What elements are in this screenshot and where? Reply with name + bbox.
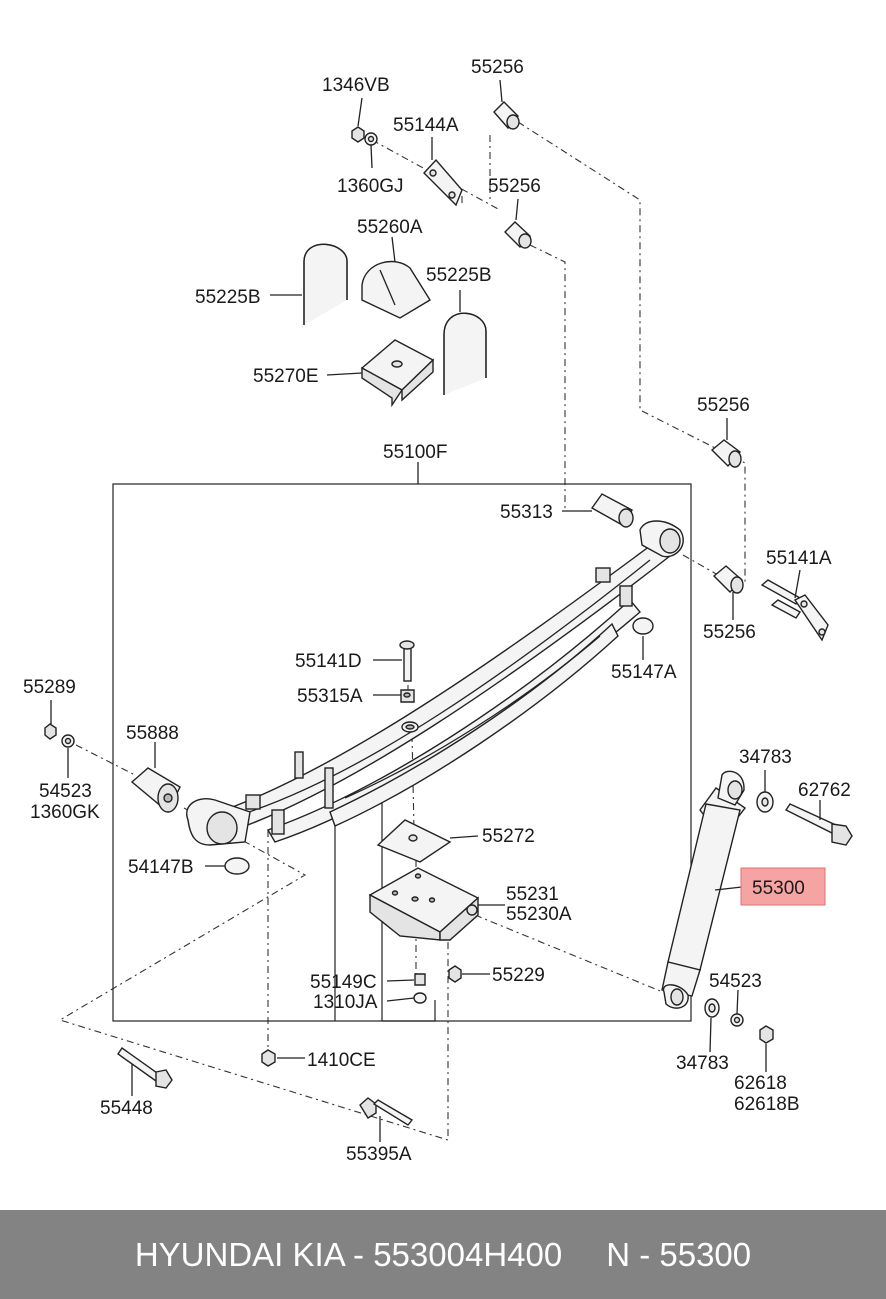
- label-34783-top: 34783: [739, 747, 792, 768]
- plate-55272: [376, 819, 452, 863]
- center-hole: [401, 721, 419, 733]
- washer-34783-bottom: [704, 998, 720, 1018]
- washer-1310JA: [413, 992, 427, 1004]
- bushing-55256-lower-right: [712, 565, 744, 594]
- label-55141D: 55141D: [295, 651, 362, 672]
- bolt-55395A: [359, 1097, 414, 1126]
- label-55225B-right: 55225B: [426, 265, 492, 286]
- bolt-62762: [784, 803, 853, 846]
- footer-brand-part-number: HYUNDAI KIA - 553004H400: [134, 1235, 563, 1273]
- leaf-spring-assembly-box: [112, 483, 692, 1022]
- washer-34783-top: [756, 791, 774, 813]
- shackle-plate-55144A: [423, 158, 463, 207]
- label-55256-upper-right: 55256: [697, 395, 750, 416]
- label-55256-top: 55256: [471, 57, 524, 78]
- label-55147A: 55147A: [611, 662, 677, 683]
- label-55256-lower-right: 55256: [703, 622, 756, 643]
- spring-eye-rear: [639, 520, 684, 558]
- pad-55147A: [632, 617, 654, 635]
- footer-reference-number: N - 55300: [606, 1235, 752, 1273]
- leader-lines: [50, 79, 821, 1142]
- bushing-55256-second: [504, 221, 532, 249]
- nut-1346VB: [351, 126, 365, 143]
- spring-seat-55231: [368, 867, 480, 941]
- label-54147B: 54147B: [128, 857, 194, 878]
- label-55141A: 55141A: [766, 548, 832, 569]
- label-55448: 55448: [100, 1098, 153, 1119]
- center-bolt-55141D: [399, 640, 415, 682]
- nut-62618: [759, 1025, 774, 1044]
- pad-54147B: [224, 857, 250, 875]
- label-54523-right: 54523: [709, 971, 762, 992]
- bushing-55256-top: [493, 101, 520, 130]
- part-labels: 1346VB 55256 55144A 1360GJ 55256 55260A …: [23, 57, 851, 1165]
- bolt-1410CE: [261, 1049, 276, 1067]
- shock-absorber-55300: [661, 770, 747, 1009]
- highlight-55300: [740, 867, 826, 906]
- label-62618B: 62618B: [734, 1094, 800, 1115]
- label-55272: 55272: [482, 826, 535, 847]
- bolt-55448: [117, 1047, 173, 1089]
- spring-eye-front: [186, 798, 251, 846]
- bump-stop-55260A: [361, 260, 431, 319]
- label-1346VB: 1346VB: [322, 75, 390, 96]
- label-55230A: 55230A: [506, 904, 572, 925]
- nut-55229: [448, 965, 462, 983]
- label-55315A: 55315A: [297, 686, 363, 707]
- label-1310JA: 1310JA: [313, 992, 378, 1013]
- label-34783-bottom: 34783: [676, 1053, 729, 1074]
- washer-54523-left: [61, 734, 75, 748]
- label-55395A: 55395A: [346, 1144, 412, 1165]
- washer-54523-right: [730, 1013, 744, 1027]
- washer-1360GJ: [364, 132, 378, 146]
- label-55289: 55289: [23, 677, 76, 698]
- parts-diagram: 1346VB 55256 55144A 1360GJ 55256 55260A …: [23, 57, 853, 1165]
- bushing-55256-upper-right: [710, 439, 742, 468]
- label-55888: 55888: [126, 723, 179, 744]
- nut-55315A: [400, 689, 415, 703]
- bushing-55313: [590, 493, 634, 528]
- u-bolt-55225B-right: [443, 312, 487, 395]
- label-54523-left: 54523: [39, 781, 92, 802]
- part-number-footer: HYUNDAI KIA - 553004H400 N - 55300: [0, 1210, 886, 1299]
- leaf-spring-55100F: [193, 539, 671, 843]
- label-55144A: 55144A: [393, 115, 459, 136]
- label-1360GK: 1360GK: [30, 802, 100, 823]
- label-55231: 55231: [506, 884, 559, 905]
- spacer-plate-55270E: [360, 339, 435, 408]
- nut-55149C: [414, 973, 426, 986]
- bushing-55888: [130, 767, 181, 814]
- label-1410CE: 1410CE: [307, 1050, 376, 1071]
- label-55225B-left: 55225B: [195, 287, 261, 308]
- label-55256-second: 55256: [488, 176, 541, 197]
- clips: [245, 567, 633, 835]
- label-55100F: 55100F: [383, 442, 447, 463]
- u-bolt-55225B-left: [303, 243, 348, 325]
- label-55149C: 55149C: [310, 972, 377, 993]
- label-55229: 55229: [492, 965, 545, 986]
- label-1360GJ: 1360GJ: [337, 176, 404, 197]
- label-55300: 55300: [752, 878, 805, 899]
- label-62618: 62618: [734, 1073, 787, 1094]
- label-62762: 62762: [798, 780, 851, 801]
- shackle-55141A: [760, 579, 829, 642]
- label-55313: 55313: [500, 502, 553, 523]
- label-55270E: 55270E: [253, 366, 319, 387]
- label-55260A: 55260A: [357, 217, 423, 238]
- nut-55289: [44, 723, 57, 740]
